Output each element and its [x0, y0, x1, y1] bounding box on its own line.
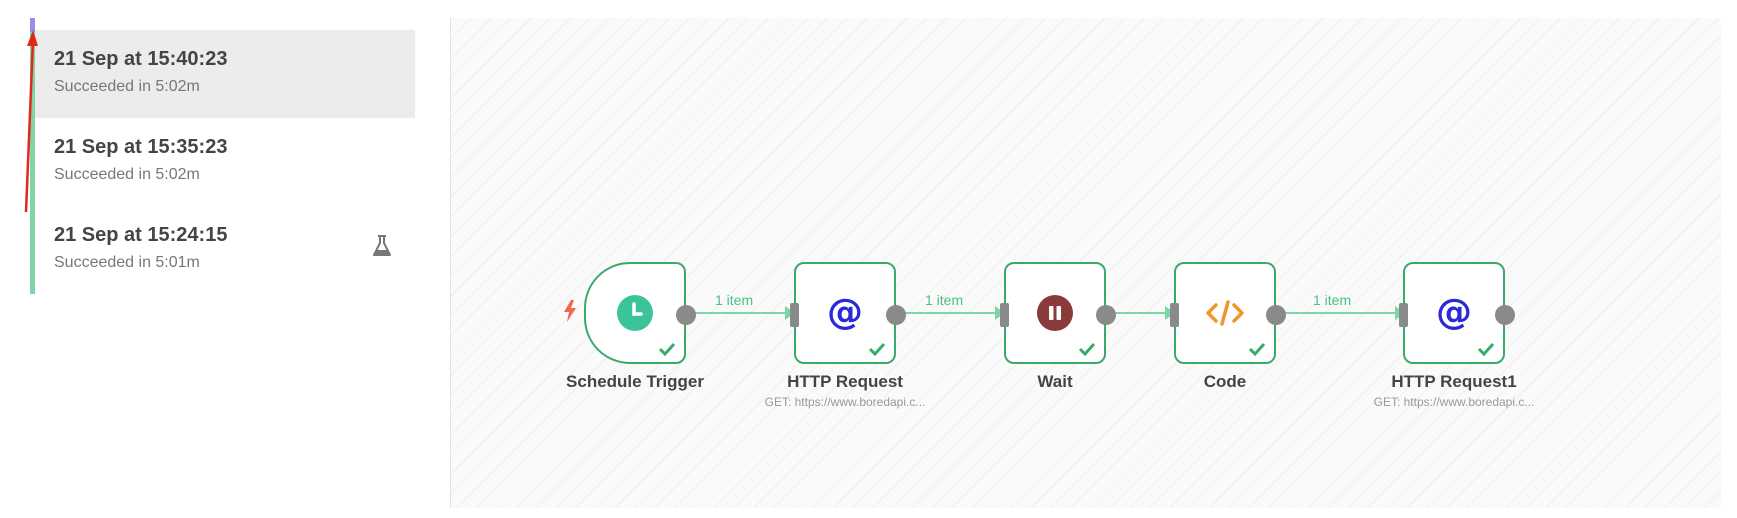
execution-time: 21 Sep at 15:24:15	[54, 224, 228, 246]
execution-status: Succeeded in 5:02m	[54, 78, 200, 95]
success-check-icon	[658, 342, 676, 356]
input-port[interactable]	[1170, 303, 1179, 327]
output-port[interactable]	[1096, 305, 1116, 325]
node-subtitle: GET: https://www.boredapi.c...	[1373, 395, 1535, 409]
bolt-icon	[564, 300, 576, 322]
flask-icon[interactable]	[371, 234, 393, 258]
svg-text:@: @	[1436, 293, 1472, 333]
panel-divider	[450, 18, 451, 508]
node-title: Schedule Trigger	[566, 372, 704, 391]
execution-time: 21 Sep at 15:40:23	[54, 48, 228, 70]
node-schedule-trigger[interactable]	[584, 262, 696, 364]
input-port[interactable]	[790, 303, 799, 327]
clock-icon	[617, 295, 653, 331]
input-port[interactable]	[1399, 303, 1408, 327]
svg-text:@: @	[827, 293, 863, 333]
workflow-canvas[interactable]: 1 item 1 item 1 item Schedule Trigger @	[451, 18, 1721, 508]
execution-time: 21 Sep at 15:35:23	[54, 136, 228, 158]
success-check-icon	[1248, 342, 1266, 356]
output-port[interactable]	[1266, 305, 1286, 325]
at-icon: @	[827, 293, 863, 333]
pause-icon	[1037, 295, 1073, 331]
success-check-icon	[1078, 342, 1096, 356]
node-title: HTTP Request	[787, 372, 903, 391]
edge-label: 1 item	[925, 292, 964, 308]
executions-list: 21 Sep at 15:40:23 Succeeded in 5:02m 21…	[0, 0, 440, 518]
node-title: Code	[1203, 372, 1247, 391]
node-title: Wait	[1037, 372, 1073, 391]
timeline-current-marker	[30, 18, 35, 32]
success-check-icon	[1477, 342, 1495, 356]
execution-item[interactable]: 21 Sep at 15:35:23 Succeeded in 5:02m	[35, 118, 415, 206]
node-subtitle: GET: https://www.boredapi.c...	[764, 395, 926, 409]
execution-status: Succeeded in 5:01m	[54, 254, 200, 271]
execution-status: Succeeded in 5:02m	[54, 166, 200, 183]
edge-label: 1 item	[715, 292, 754, 308]
edge-label: 1 item	[1313, 292, 1352, 308]
output-port[interactable]	[1495, 305, 1515, 325]
node-code[interactable]	[1170, 262, 1286, 364]
node-title: HTTP Request1	[1391, 372, 1517, 391]
code-icon	[1206, 300, 1244, 326]
execution-item[interactable]: 21 Sep at 15:24:15 Succeeded in 5:01m	[35, 206, 415, 294]
node-wait[interactable]	[1000, 262, 1116, 364]
node-http-request[interactable]: @	[790, 262, 906, 364]
execution-item[interactable]: 21 Sep at 15:40:23 Succeeded in 5:02m	[35, 30, 415, 118]
at-icon: @	[1436, 293, 1472, 333]
success-check-icon	[868, 342, 886, 356]
output-port[interactable]	[676, 305, 696, 325]
input-port[interactable]	[1000, 303, 1009, 327]
node-http-request1[interactable]: @	[1399, 262, 1515, 364]
output-port[interactable]	[886, 305, 906, 325]
